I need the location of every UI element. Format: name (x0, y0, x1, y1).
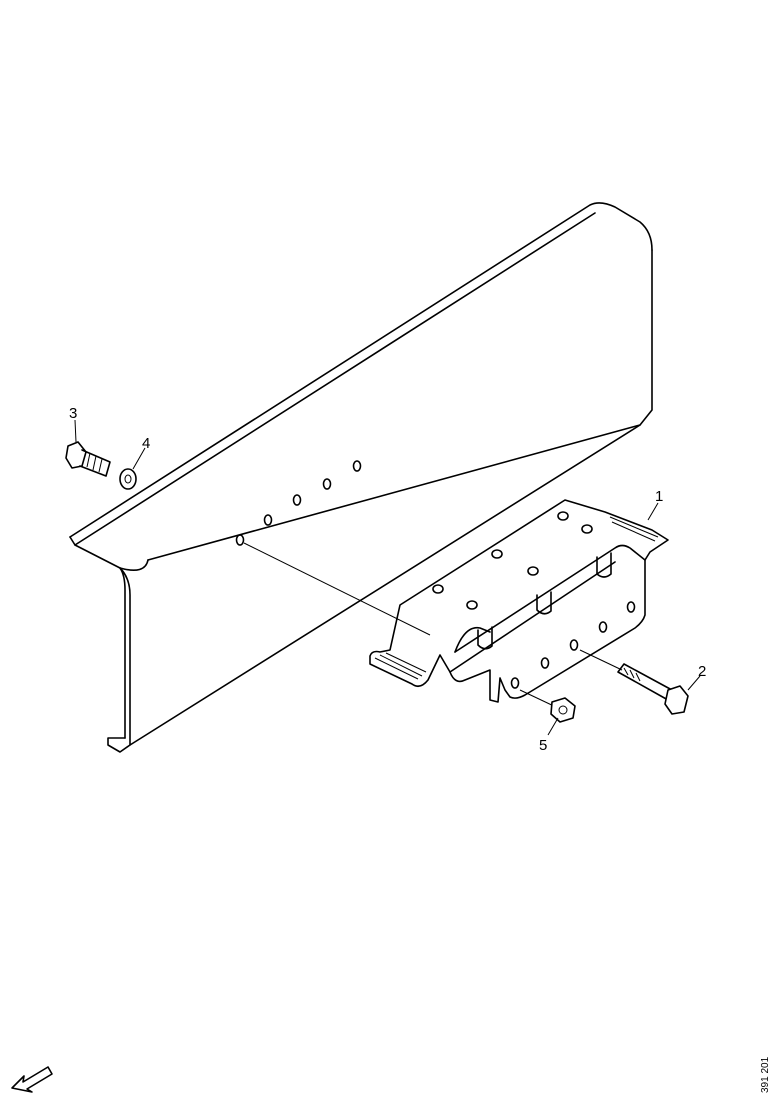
bracket-hole (432, 584, 444, 594)
frame-rail-top-edge (69, 202, 653, 538)
callout-2: 2 (698, 663, 706, 680)
nut-5 (550, 697, 576, 723)
bolt-2-head (664, 685, 689, 715)
frame-rail-bottom-flange (107, 737, 131, 753)
nut-5-bore (558, 705, 568, 715)
mounting-bracket (369, 499, 669, 703)
frame-rail-top-front (69, 536, 121, 569)
frame-rail-web-front-edge (119, 567, 126, 739)
bracket-outline (369, 499, 669, 703)
leader-lines (74, 419, 701, 736)
callout-4: 4 (142, 435, 150, 452)
callout-3: 3 (69, 405, 77, 422)
bracket-side-hole (598, 621, 608, 633)
bracket-slot (536, 591, 552, 615)
bracket-side-hole (540, 657, 550, 669)
frame-hole (292, 494, 302, 506)
frame-rail-web-lower-line (119, 424, 641, 746)
callout-1: 1 (655, 488, 663, 505)
drawing-code: 391 201 (760, 1056, 771, 1093)
leader-line-2 (687, 675, 701, 691)
bracket-slot (596, 552, 612, 578)
callout-5: 5 (539, 737, 547, 754)
leader-line-3 (74, 419, 77, 443)
bracket-foot-hatch (609, 516, 659, 542)
bracket-side-hole (569, 639, 579, 651)
alignment-line (243, 542, 431, 636)
bracket-hole (557, 511, 569, 521)
nut-4 (119, 468, 137, 490)
nut-4-body (119, 468, 137, 490)
nut-4-bore (124, 474, 132, 484)
leader-line-4 (132, 447, 146, 470)
frame-hole (263, 514, 273, 526)
bracket-hole (527, 566, 539, 576)
frame-rail (69, 202, 653, 753)
direction-arrow-shape (11, 1066, 53, 1093)
frame-hole (352, 460, 362, 472)
bracket-side-hole (510, 677, 520, 689)
bracket-hole (491, 549, 503, 559)
frame-hole (235, 534, 245, 546)
bracket-hole (466, 600, 478, 610)
alignment-line (579, 649, 623, 671)
bolt-3-head (65, 441, 87, 469)
frame-rail-web-upper-line (147, 249, 653, 561)
leader-line-1 (647, 502, 659, 521)
bracket-side-hole (626, 601, 636, 613)
leader-line-5 (547, 717, 559, 736)
bracket-front-curve (454, 626, 491, 653)
bracket-slot (477, 626, 493, 650)
arrow-down-left-icon (11, 1066, 53, 1093)
bolt-2-thread (623, 667, 641, 682)
bolt-2-shank (617, 663, 673, 701)
bracket-foot-hatch (374, 652, 427, 680)
frame-rail-top-inner-edge (74, 212, 596, 546)
frame-rail-top-bend (119, 559, 149, 571)
bracket-bend-line (454, 544, 646, 653)
bolt-3-thread (86, 452, 103, 473)
frame-hole (322, 478, 332, 490)
bolt-2 (617, 663, 689, 715)
bracket-lower-bend (449, 561, 616, 673)
bolt-3 (65, 441, 111, 477)
nut-5-body (550, 697, 576, 723)
bracket-hole (581, 524, 593, 534)
